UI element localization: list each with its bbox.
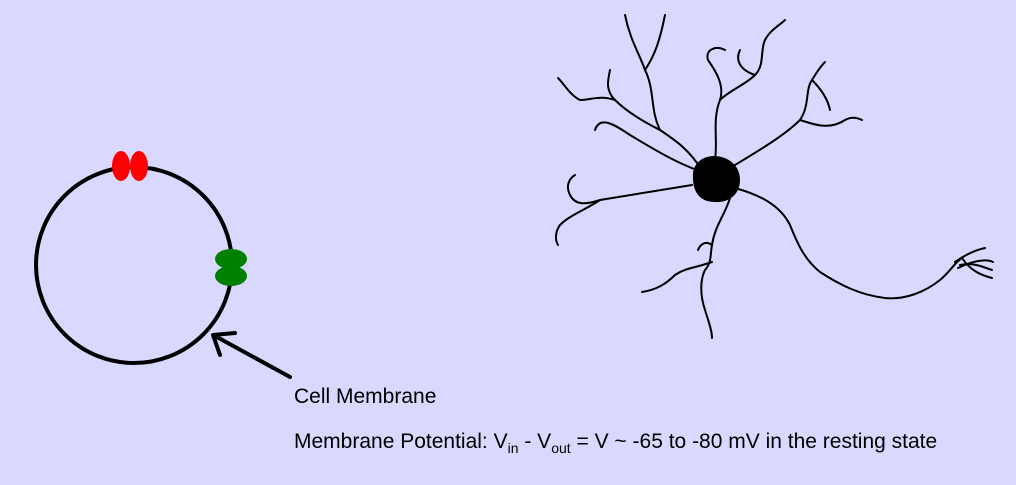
neuron-axon-terminal — [959, 263, 993, 271]
neuron-dendrite — [706, 47, 726, 161]
neuron-dendrite — [737, 49, 756, 76]
neuron-dendrite — [641, 261, 713, 293]
cell-membrane-circle — [34, 165, 234, 365]
green-ion-channel-icon — [215, 249, 247, 286]
neuron-dendrite — [799, 116, 863, 127]
potential-prefix: Membrane Potential: V — [294, 430, 508, 453]
neuron-dendrite — [700, 197, 731, 339]
potential-suffix: = V ~ -65 to -80 mV in the resting state — [570, 430, 938, 453]
neuron-dendrite — [594, 121, 704, 173]
neuron-dendrite — [697, 241, 713, 251]
neuron-axon-terminal — [957, 259, 994, 269]
potential-minus: - V — [518, 430, 552, 453]
red-ion-channel-icon — [112, 151, 148, 181]
neuron-dendrite — [719, 19, 786, 101]
arrow-icon — [211, 331, 292, 379]
membrane-potential-label: Membrane Potential: Vin - Vout = V ~ -65… — [294, 430, 937, 456]
neuron-dendrite — [566, 174, 693, 205]
neuron-dendrite — [729, 61, 826, 169]
subscript-in: in — [507, 440, 519, 456]
neuron-drawing — [554, 14, 994, 339]
subscript-out: out — [551, 440, 571, 456]
neuron-soma — [692, 156, 740, 203]
neuron-axon-terminal — [961, 257, 993, 279]
neuron-dendrite — [624, 14, 704, 173]
neuron-axon-terminal — [954, 247, 986, 263]
cell-membrane-label: Cell Membrane — [294, 385, 437, 408]
neuron-dendrite — [811, 79, 831, 111]
neuron-axon — [734, 187, 963, 300]
neuron-dendrite — [557, 77, 616, 102]
neuron-dendrite — [554, 199, 601, 246]
neuron-dendrite — [644, 14, 666, 71]
